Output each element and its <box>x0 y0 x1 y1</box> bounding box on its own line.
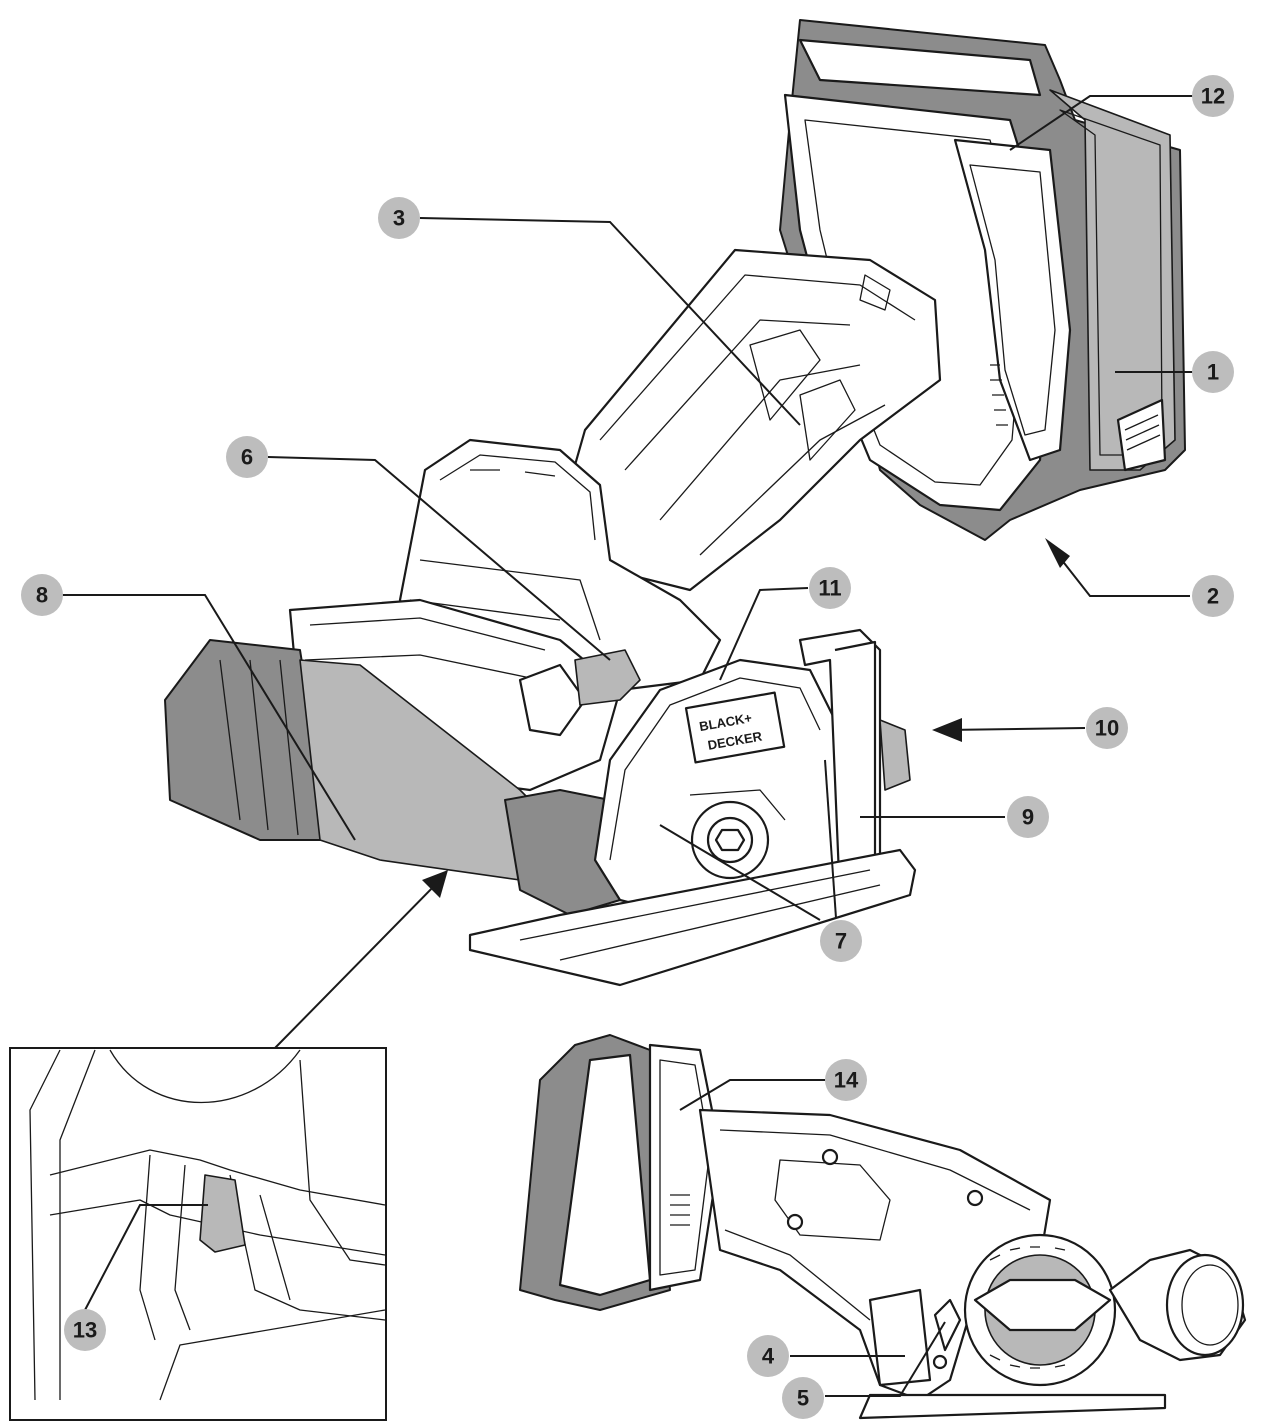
svg-text:9: 9 <box>1022 805 1034 830</box>
leader-7b <box>824 759 837 919</box>
depth-bracket <box>798 628 911 902</box>
svg-text:14: 14 <box>834 1068 859 1093</box>
svg-text:10: 10 <box>1095 716 1119 741</box>
svg-text:2: 2 <box>1207 584 1219 609</box>
blade-guard: BLACK+ DECKER <box>593 658 842 922</box>
callout-7: 7 <box>820 920 862 962</box>
svg-text:7: 7 <box>835 929 847 954</box>
callout-10: 10 <box>1086 707 1128 749</box>
blade-lock-button <box>518 663 587 737</box>
side-trigger <box>868 1288 932 1387</box>
leader-inset <box>274 879 441 1049</box>
svg-text:4: 4 <box>762 1344 775 1369</box>
callouts: 12 1 3 2 6 11 8 10 <box>21 75 1234 1419</box>
inset-detail-view <box>9 1047 387 1421</box>
svg-text:1: 1 <box>1207 360 1219 385</box>
leader-3 <box>419 217 801 426</box>
arrow-inset <box>422 870 448 898</box>
base-shoe <box>468 848 917 987</box>
leader-6 <box>267 456 611 661</box>
callout-3: 3 <box>378 197 420 239</box>
leader-11 <box>719 587 809 681</box>
arrow-2 <box>1045 538 1070 568</box>
side-base-shoe <box>858 1393 1167 1420</box>
leader-lines <box>62 95 1193 1397</box>
svg-text:5: 5 <box>797 1386 809 1411</box>
leader-12 <box>1009 95 1193 151</box>
callout-5: 5 <box>782 1377 824 1419</box>
leader-5 <box>825 1321 946 1397</box>
leader-13 <box>84 1204 208 1311</box>
saw-side-view <box>519 1034 1247 1420</box>
leader-10 <box>944 727 1086 731</box>
callout-2: 2 <box>1192 575 1234 617</box>
svg-text:8: 8 <box>36 583 48 608</box>
callout-12: 12 <box>1192 75 1234 117</box>
callout-1: 1 <box>1192 351 1234 393</box>
arrow-10 <box>932 718 962 742</box>
callout-14: 14 <box>825 1059 867 1101</box>
side-handle <box>698 1108 1052 1402</box>
leader-2 <box>1049 544 1190 597</box>
saw-main-view: BLACK+ DECKER <box>164 19 1186 987</box>
svg-text:3: 3 <box>393 206 405 231</box>
svg-text:6: 6 <box>241 445 253 470</box>
callout-4: 4 <box>747 1335 789 1377</box>
callout-13: 13 <box>64 1309 106 1351</box>
leader-8 <box>62 594 356 841</box>
leader-7a <box>659 824 821 921</box>
callout-8: 8 <box>21 574 63 616</box>
svg-text:12: 12 <box>1201 84 1225 109</box>
svg-text:13: 13 <box>73 1318 97 1343</box>
callout-11: 11 <box>809 567 851 609</box>
dust-port <box>164 639 621 916</box>
callout-9: 9 <box>1007 796 1049 838</box>
leader-14 <box>679 1079 825 1111</box>
callout-6: 6 <box>226 436 268 478</box>
handle <box>563 248 942 592</box>
svg-text:11: 11 <box>818 576 841 601</box>
lock-off-switch <box>574 649 641 706</box>
